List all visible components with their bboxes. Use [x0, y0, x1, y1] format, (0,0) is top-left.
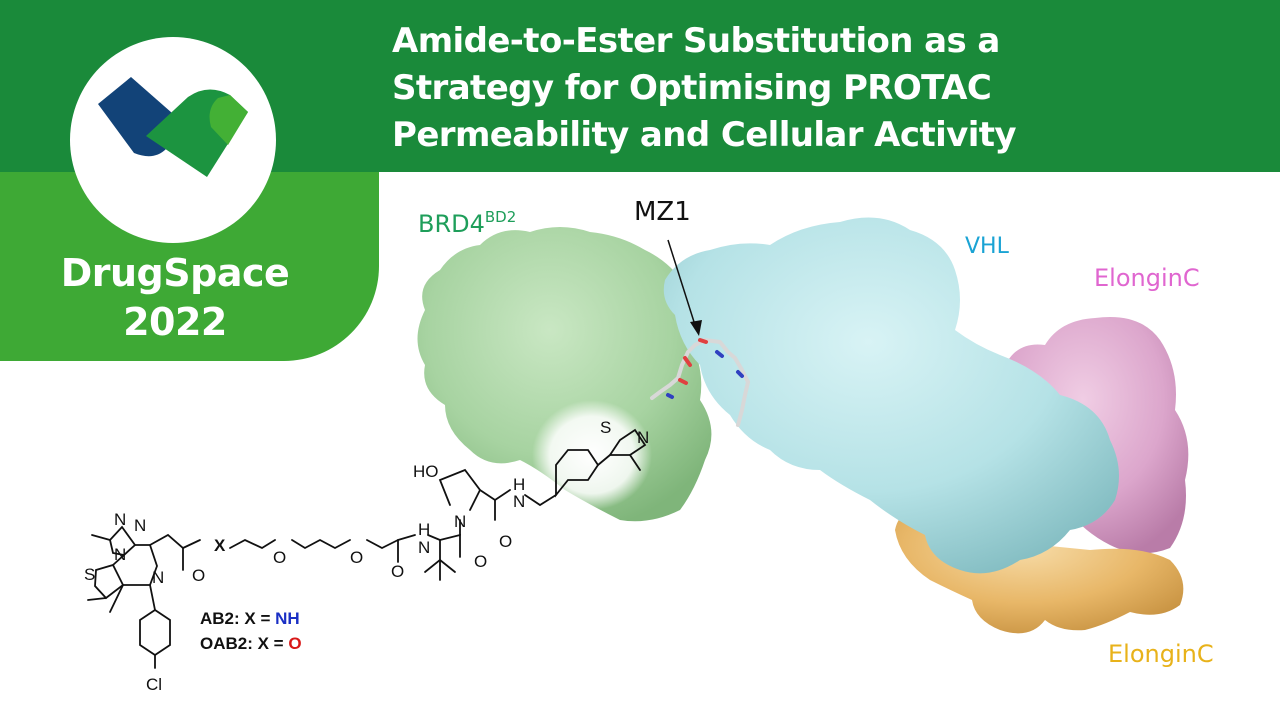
- brd4-label: BRD4BD2: [418, 208, 516, 238]
- atom-cl: Cl: [146, 675, 163, 694]
- chemical-structure: [87, 428, 647, 669]
- atom-o-ether-2: O: [350, 548, 364, 567]
- atom-ho: HO: [413, 462, 439, 481]
- atom-x: X: [214, 536, 226, 555]
- mz1-ligand: [650, 338, 750, 427]
- elonginc-top-label: ElonginC: [1094, 264, 1200, 292]
- brand-year: 2022: [123, 300, 227, 344]
- atom-h-amide-2: H: [513, 475, 526, 494]
- atom-s-thiazole: S: [600, 418, 612, 437]
- atom-n2: N: [134, 516, 147, 535]
- atom-n1: N: [114, 510, 127, 529]
- atom-n3: N: [114, 545, 127, 564]
- title-line-3: Permeability and Cellular Activity: [392, 115, 1017, 155]
- title-line-2: Strategy for Optimising PROTAC: [392, 68, 992, 108]
- page-title: Amide-to-Ester Substitution as a Strateg…: [392, 18, 1272, 159]
- atom-n-amide-1: N: [418, 538, 431, 557]
- variant-ab2: AB2: X = NH: [200, 609, 300, 629]
- title-line-1: Amide-to-Ester Substitution as a: [392, 21, 1000, 61]
- variant-oab2-prefix: OAB2: X =: [200, 634, 289, 653]
- variant-oab2: OAB2: X = O: [200, 634, 302, 654]
- atom-n4: N: [152, 568, 165, 587]
- brd4-label-superscript: BD2: [484, 208, 517, 226]
- brand-name: DrugSpace: [60, 251, 290, 295]
- drugspace-logo-icon: [98, 77, 248, 177]
- atom-o-carbonyl-4: O: [499, 532, 513, 551]
- atom-n-thiazole: N: [637, 428, 650, 447]
- mz1-arrow: [667, 239, 702, 336]
- logo-circle: [70, 37, 276, 243]
- atom-o-ether-1: O: [273, 548, 287, 567]
- atom-n-amide-2: N: [513, 492, 526, 511]
- variant-ab2-x-value: NH: [275, 609, 300, 628]
- elonginc-bottom-label: ElonginC: [1108, 640, 1214, 668]
- atom-o-carbonyl-2: O: [391, 562, 405, 581]
- atom-n-pyrrolidine: N: [454, 512, 467, 531]
- brd4-label-text: BRD4: [418, 210, 485, 238]
- atom-h-amide-1: H: [418, 520, 431, 539]
- vhl-label: VHL: [965, 234, 1009, 259]
- variant-ab2-prefix: AB2: X =: [200, 609, 276, 628]
- atom-o-carbonyl-1: O: [192, 566, 206, 585]
- atom-s1: S: [84, 565, 96, 584]
- atom-o-carbonyl-3: O: [474, 552, 488, 571]
- variant-oab2-x-value: O: [288, 634, 302, 653]
- vhl-surface: [663, 217, 1119, 574]
- mz1-label: MZ1: [634, 197, 691, 227]
